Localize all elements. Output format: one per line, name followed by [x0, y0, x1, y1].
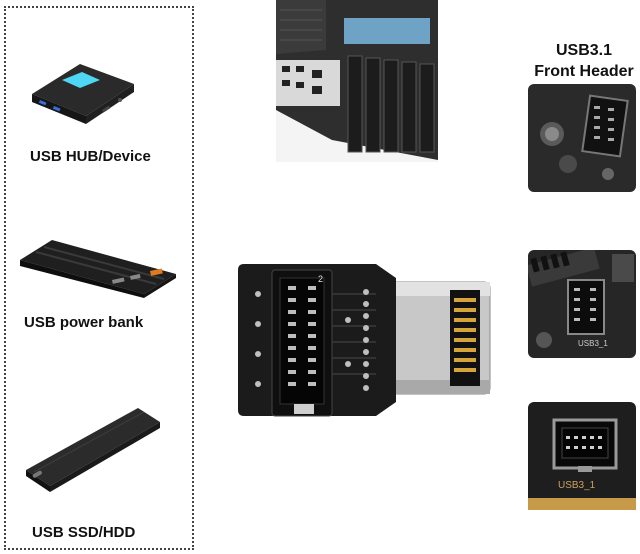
- silkscreen-label-2: USB3_1: [558, 480, 596, 491]
- pin-label: 2: [318, 274, 323, 284]
- power-bank-label: USB power bank: [24, 314, 144, 331]
- motherboard-header-photo-2: USB3_1: [528, 250, 636, 358]
- device-panel: [4, 6, 194, 550]
- usb-c-header-adapter-image: 2: [238, 264, 491, 417]
- pc-case-image: [276, 0, 438, 162]
- ssd-image: [26, 408, 160, 492]
- motherboard-header-photo-3: USB3_1: [528, 402, 636, 510]
- ssd-label: USB SSD/HDD: [32, 524, 136, 541]
- power-bank-image: [20, 240, 176, 298]
- usb-hub-label: USB HUB/Device: [30, 148, 151, 165]
- usb-hub-image: [32, 64, 134, 124]
- header-title-line1: USB3.1: [555, 42, 613, 59]
- motherboard-header-photo-1: [528, 84, 636, 192]
- header-title-line2: Front Header: [534, 63, 634, 80]
- silkscreen-label-1: USB3_1: [578, 339, 608, 348]
- header-title: USB3.1 Front Header: [528, 40, 640, 82]
